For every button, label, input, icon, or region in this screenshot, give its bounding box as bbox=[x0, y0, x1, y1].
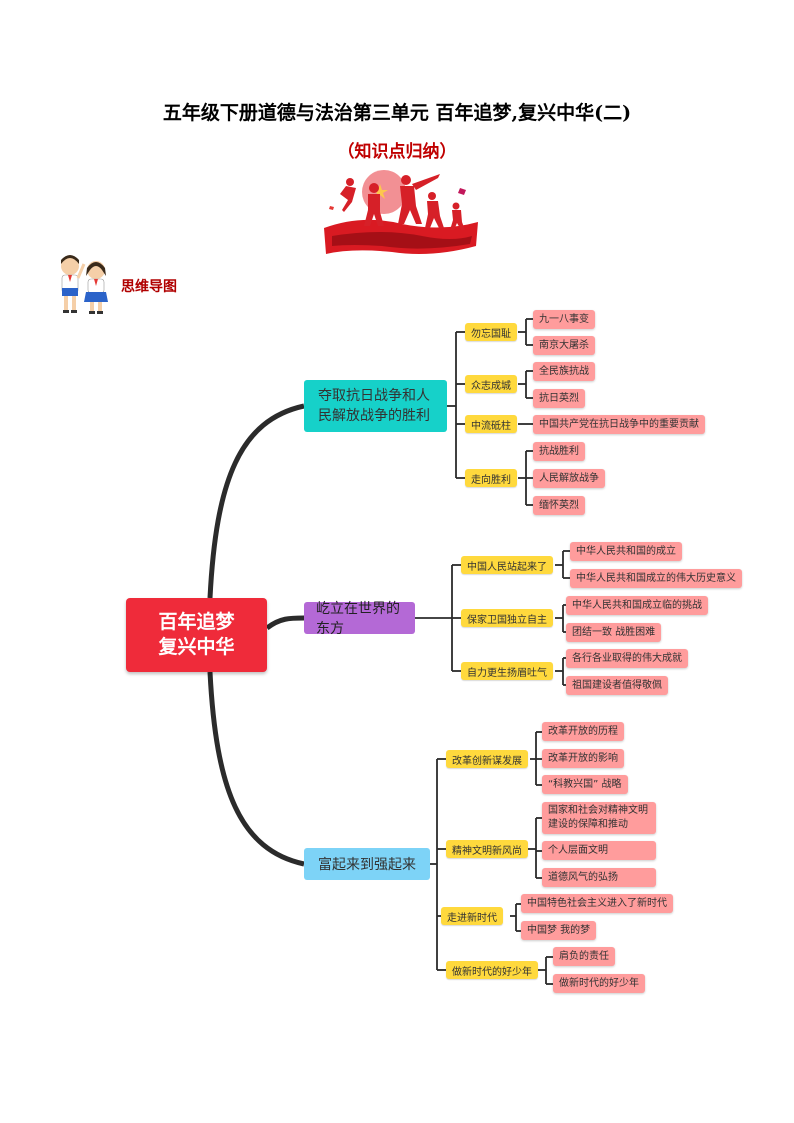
leaf-reform-impact: 改革开放的影响 bbox=[542, 749, 624, 768]
topic-defend-nation: 保家卫国独立自主 bbox=[461, 609, 553, 627]
students-icon bbox=[61, 255, 108, 314]
leaf-cpc-contribution: 中国共产党在抗日战争中的重要贡献 bbox=[533, 415, 705, 434]
leaf-civilization-support: 国家和社会对精神文明建设的保障和推动 bbox=[542, 802, 656, 834]
leaf-chinese-dream: 中国梦 我的梦 bbox=[521, 921, 597, 940]
topic-never-forget: 勿忘国耻 bbox=[465, 323, 517, 341]
topic-reform-innovation: 改革创新谋发展 bbox=[446, 750, 528, 768]
topic-self-reliance: 自力更生扬眉吐气 bbox=[461, 662, 553, 680]
leaf-prc-significance: 中华人民共和国成立的伟大历史意义 bbox=[570, 569, 742, 588]
leaf-unite-overcome: 团结一致 战胜困难 bbox=[566, 623, 662, 642]
mind-map-section-label: 思维导图 bbox=[121, 279, 177, 295]
leaf-good-youth: 做新时代的好少年 bbox=[553, 974, 645, 993]
root-line-1: 百年追梦 bbox=[158, 611, 235, 633]
runners-flag-illustration bbox=[324, 170, 478, 254]
leaf-liberation-war: 人民解放战争 bbox=[533, 469, 605, 488]
leaf-remember-martyrs: 缅怀英烈 bbox=[533, 496, 585, 515]
root-line-2: 复兴中华 bbox=[158, 636, 235, 658]
topic-new-era: 走进新时代 bbox=[441, 907, 503, 925]
topic-spiritual-civilization: 精神文明新风尚 bbox=[446, 840, 528, 858]
leaf-builders-admired: 祖国建设者值得敬佩 bbox=[566, 676, 668, 695]
root-node: 百年追梦 复兴中华 bbox=[126, 598, 267, 672]
leaf-war-victory: 抗战胜利 bbox=[533, 442, 585, 461]
leaf-reform-history: 改革开放的历程 bbox=[542, 722, 624, 741]
topic-good-youth: 做新时代的好少年 bbox=[446, 961, 538, 979]
leaf-918-incident: 九一八事变 bbox=[533, 310, 595, 329]
leaf-moral-ethos: 道德风气的弘扬 bbox=[542, 868, 656, 887]
page-title: 五年级下册道德与法治第三单元 百年追梦,复兴中华(二) bbox=[162, 102, 632, 124]
leaf-martyrs: 抗日英烈 bbox=[533, 389, 585, 408]
leaf-prc-challenges: 中华人民共和国成立临的挑战 bbox=[566, 596, 708, 615]
leaf-national-resistance: 全民族抗战 bbox=[533, 362, 595, 381]
topic-toward-victory: 走向胜利 bbox=[465, 469, 517, 487]
leaf-new-era-socialism: 中国特色社会主义进入了新时代 bbox=[521, 894, 673, 913]
leaf-prc-founding: 中华人民共和国的成立 bbox=[570, 542, 682, 561]
branch-rich-to-strong: 富起来到强起来 bbox=[304, 848, 430, 880]
topic-united: 众志成城 bbox=[465, 375, 517, 393]
leaf-science-education: “科教兴国” 战略 bbox=[542, 775, 628, 794]
leaf-responsibility: 肩负的责任 bbox=[553, 947, 615, 966]
branch-anti-japanese-victory: 夺取抗日战争和人民解放战争的胜利 bbox=[304, 380, 447, 432]
page-subtitle: （知识点归纳） bbox=[337, 142, 457, 162]
leaf-personal-civility: 个人层面文明 bbox=[542, 841, 656, 860]
branch-stand-in-east: 屹立在世界的东方 bbox=[304, 601, 415, 637]
topic-mainstay: 中流砥柱 bbox=[465, 415, 517, 433]
leaf-nanjing-massacre: 南京大屠杀 bbox=[533, 336, 595, 355]
topic-people-stood-up: 中国人民站起来了 bbox=[461, 556, 553, 574]
leaf-achievements: 各行各业取得的伟大成就 bbox=[566, 649, 688, 668]
